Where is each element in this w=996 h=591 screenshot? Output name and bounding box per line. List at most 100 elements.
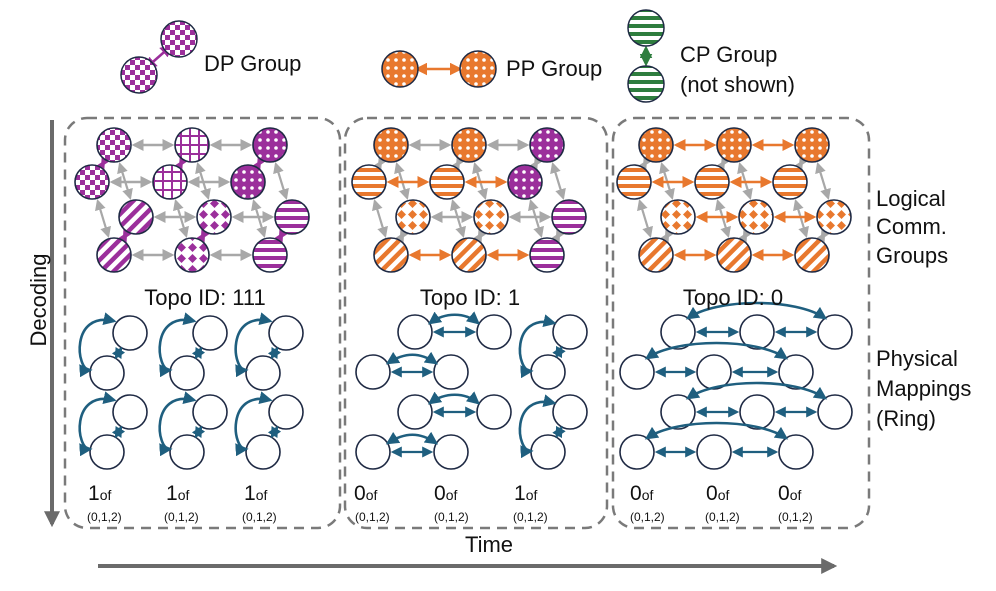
row-label-physical: Mappings bbox=[876, 376, 971, 401]
ring-unit bbox=[78, 312, 148, 391]
ring-link-arrow bbox=[191, 425, 206, 439]
gpu-node bbox=[96, 127, 132, 163]
mapping-set-label: (0,1,2) bbox=[630, 510, 665, 524]
ring-unit bbox=[78, 391, 148, 470]
mapping-index-label: 1of bbox=[514, 482, 537, 505]
gpu-node bbox=[778, 434, 814, 470]
gpu-node bbox=[794, 127, 830, 163]
gpu-node bbox=[476, 394, 512, 430]
mapping-set-label: (0,1,2) bbox=[705, 510, 740, 524]
legend-dp-node-icon bbox=[120, 56, 158, 94]
gpu-node bbox=[716, 237, 752, 273]
ring-link-arrow bbox=[427, 391, 480, 405]
gpu-node bbox=[738, 199, 774, 235]
gpu-node bbox=[507, 164, 543, 200]
diagonal-link-arrow bbox=[526, 153, 546, 174]
legend-pp-label: PP Group bbox=[506, 56, 602, 81]
legend-pp: PP Group bbox=[381, 50, 602, 88]
ring-link-arrow bbox=[685, 381, 828, 400]
gpu-node bbox=[694, 164, 730, 200]
gpu-node bbox=[660, 199, 696, 235]
gpu-node bbox=[816, 199, 852, 235]
row-label-logical: Logical bbox=[876, 186, 946, 211]
ring-link-arrow bbox=[158, 391, 197, 457]
gpu-node bbox=[397, 314, 433, 350]
row-labels: Logical Comm. Groups Physical Mappings (… bbox=[876, 186, 971, 431]
gpu-node bbox=[252, 127, 288, 163]
gpu-node bbox=[245, 355, 281, 391]
legend-dp: DP Group bbox=[120, 20, 301, 94]
row-label-logical: Comm. bbox=[876, 214, 947, 239]
gpu-node bbox=[268, 394, 304, 430]
ring-link-arrow bbox=[78, 391, 117, 457]
gpu-node bbox=[74, 164, 110, 200]
diagonal-link-arrow bbox=[193, 226, 213, 246]
ring-unit bbox=[355, 311, 588, 470]
gpu-node bbox=[529, 237, 565, 273]
panel-frame bbox=[611, 116, 871, 530]
row-label-physical: (Ring) bbox=[876, 406, 936, 431]
gpu-node bbox=[112, 315, 148, 351]
ring-link-arrow bbox=[111, 346, 126, 360]
mapping-set-label: (0,1,2) bbox=[513, 510, 548, 524]
ring-unit bbox=[234, 312, 304, 391]
gpu-node bbox=[252, 237, 288, 273]
panel-frames bbox=[63, 116, 871, 530]
logical-group-grid bbox=[351, 127, 587, 273]
mapping-index-label: 1of bbox=[244, 482, 267, 505]
diagonal-link-arrow bbox=[735, 226, 755, 246]
gpu-node bbox=[152, 164, 188, 200]
ring-link-arrow bbox=[644, 341, 789, 360]
vertical-link-arrow bbox=[815, 162, 831, 200]
gpu-node bbox=[169, 434, 205, 470]
ring-link-arrow bbox=[385, 351, 439, 365]
ring-link-arrow bbox=[518, 394, 557, 459]
vertical-link-arrow bbox=[251, 199, 267, 238]
gpu-node bbox=[619, 434, 655, 470]
diagonal-link-arrow bbox=[271, 226, 291, 246]
vertical-link-arrow bbox=[273, 162, 289, 200]
diagonal-link-arrow bbox=[249, 153, 269, 174]
mapping-index-label: 1of bbox=[166, 482, 189, 505]
gpu-node bbox=[638, 237, 674, 273]
mapping-set-label: (0,1,2) bbox=[778, 510, 813, 524]
ring-link-arrow bbox=[267, 346, 282, 360]
ring-unit bbox=[619, 301, 853, 470]
vertical-link-arrow bbox=[793, 199, 809, 238]
ring-link-arrow bbox=[78, 312, 117, 378]
mapping-set-label: (0,1,2) bbox=[164, 510, 199, 524]
gpu-node bbox=[118, 199, 154, 235]
gpu-node bbox=[96, 237, 132, 273]
legend-dp-node-icon bbox=[160, 20, 198, 58]
gpu-node bbox=[451, 237, 487, 273]
ring-link-arrow bbox=[191, 346, 206, 360]
ring-link-arrow bbox=[158, 312, 197, 378]
gpu-node bbox=[638, 127, 674, 163]
legend-cp-note: (not shown) bbox=[680, 72, 795, 97]
vertical-link-arrow bbox=[372, 199, 388, 238]
mapping-index-label: 0of bbox=[630, 482, 653, 505]
topo-id-label: Topo ID: 1 bbox=[420, 285, 520, 310]
ring-link-arrow bbox=[552, 425, 566, 439]
topo-id-label: Topo ID: 0 bbox=[683, 285, 783, 310]
diagonal-link-arrow bbox=[93, 153, 113, 174]
gpu-node bbox=[433, 354, 469, 390]
gpu-node bbox=[817, 394, 853, 430]
legend-cp-node-icon bbox=[627, 65, 665, 103]
gpu-node bbox=[112, 394, 148, 430]
gpu-node bbox=[245, 434, 281, 470]
gpu-node bbox=[192, 394, 228, 430]
gpu-node bbox=[616, 164, 652, 200]
topo-id-label: Topo ID: 111 bbox=[144, 285, 265, 310]
gpu-node bbox=[355, 434, 391, 470]
gpu-node bbox=[373, 127, 409, 163]
panel-frame bbox=[343, 116, 609, 530]
vertical-link-arrow bbox=[95, 199, 111, 238]
logical-groups bbox=[74, 127, 852, 273]
mapping-index-label: 0of bbox=[778, 482, 801, 505]
gpu-node bbox=[817, 314, 853, 350]
legend: DP Group PP Group CP Group (not shown) bbox=[120, 9, 795, 103]
diagonal-link-arrow bbox=[713, 153, 733, 174]
gpu-node bbox=[397, 394, 433, 430]
diagonal-link-arrow bbox=[548, 226, 568, 246]
